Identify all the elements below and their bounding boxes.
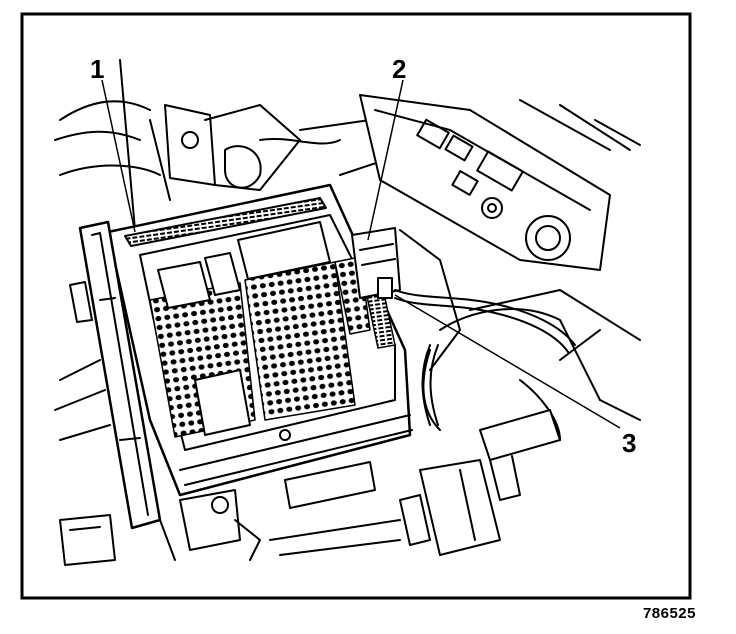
leader-line-3	[394, 294, 621, 429]
callout-3: 3	[622, 428, 636, 458]
leader-line-2	[367, 79, 404, 241]
callout-2: 2	[392, 54, 406, 84]
callout-1: 1	[90, 54, 104, 84]
leader-line-1	[101, 79, 136, 233]
figure-id: 786525	[642, 605, 696, 622]
illustration	[54, 59, 641, 566]
leader-lines	[101, 79, 621, 429]
